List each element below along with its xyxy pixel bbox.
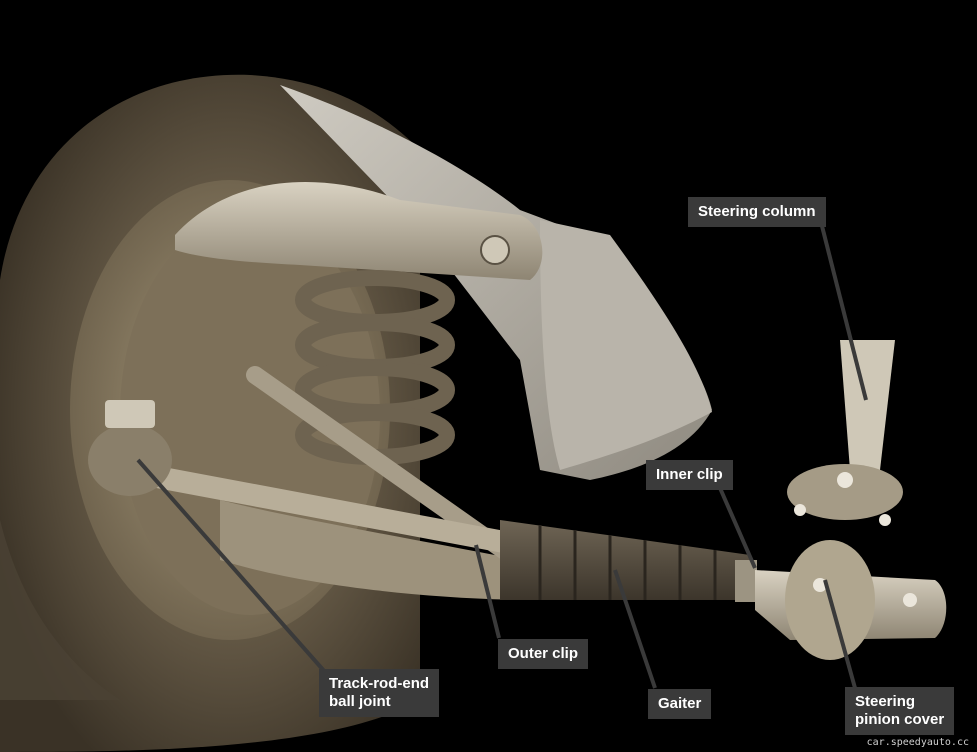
- leader-track-rod-end: [136, 458, 327, 674]
- leader-steering-column: [820, 225, 868, 401]
- inner-clip-band: [735, 560, 757, 602]
- label-outer-clip: Outer clip: [498, 639, 589, 669]
- upper-wishbone: [175, 182, 543, 280]
- gaiter-body: [500, 520, 760, 600]
- leader-steering-pinion: [823, 579, 857, 689]
- gaiter-ribs: [538, 525, 717, 600]
- upper-bolt: [480, 235, 510, 265]
- tyre-tread: [0, 520, 120, 700]
- shield-plate: [540, 220, 712, 470]
- coupling-flange: [787, 464, 903, 520]
- leader-outer-clip: [474, 544, 501, 639]
- watermark: car.speedyauto.cc: [866, 737, 969, 748]
- lower-arm: [220, 500, 540, 600]
- label-steering-pinion-cover: Steering pinion cover: [845, 687, 955, 735]
- label-steering-column: Steering column: [688, 197, 826, 227]
- ball-joint-body: [88, 424, 172, 496]
- leader-lines: [136, 225, 868, 689]
- leader-gaiter: [613, 569, 657, 689]
- track-rod: [109, 459, 531, 556]
- coil-spring: [295, 270, 455, 465]
- label-gaiter: Gaiter: [648, 689, 712, 719]
- steering-column-shaft: [840, 340, 895, 470]
- label-track-rod-end: Track-rod-end ball joint: [319, 669, 440, 717]
- label-inner-clip: Inner clip: [646, 460, 733, 490]
- leader-inner-clip: [718, 487, 757, 569]
- ball-joint-nut: [105, 400, 155, 428]
